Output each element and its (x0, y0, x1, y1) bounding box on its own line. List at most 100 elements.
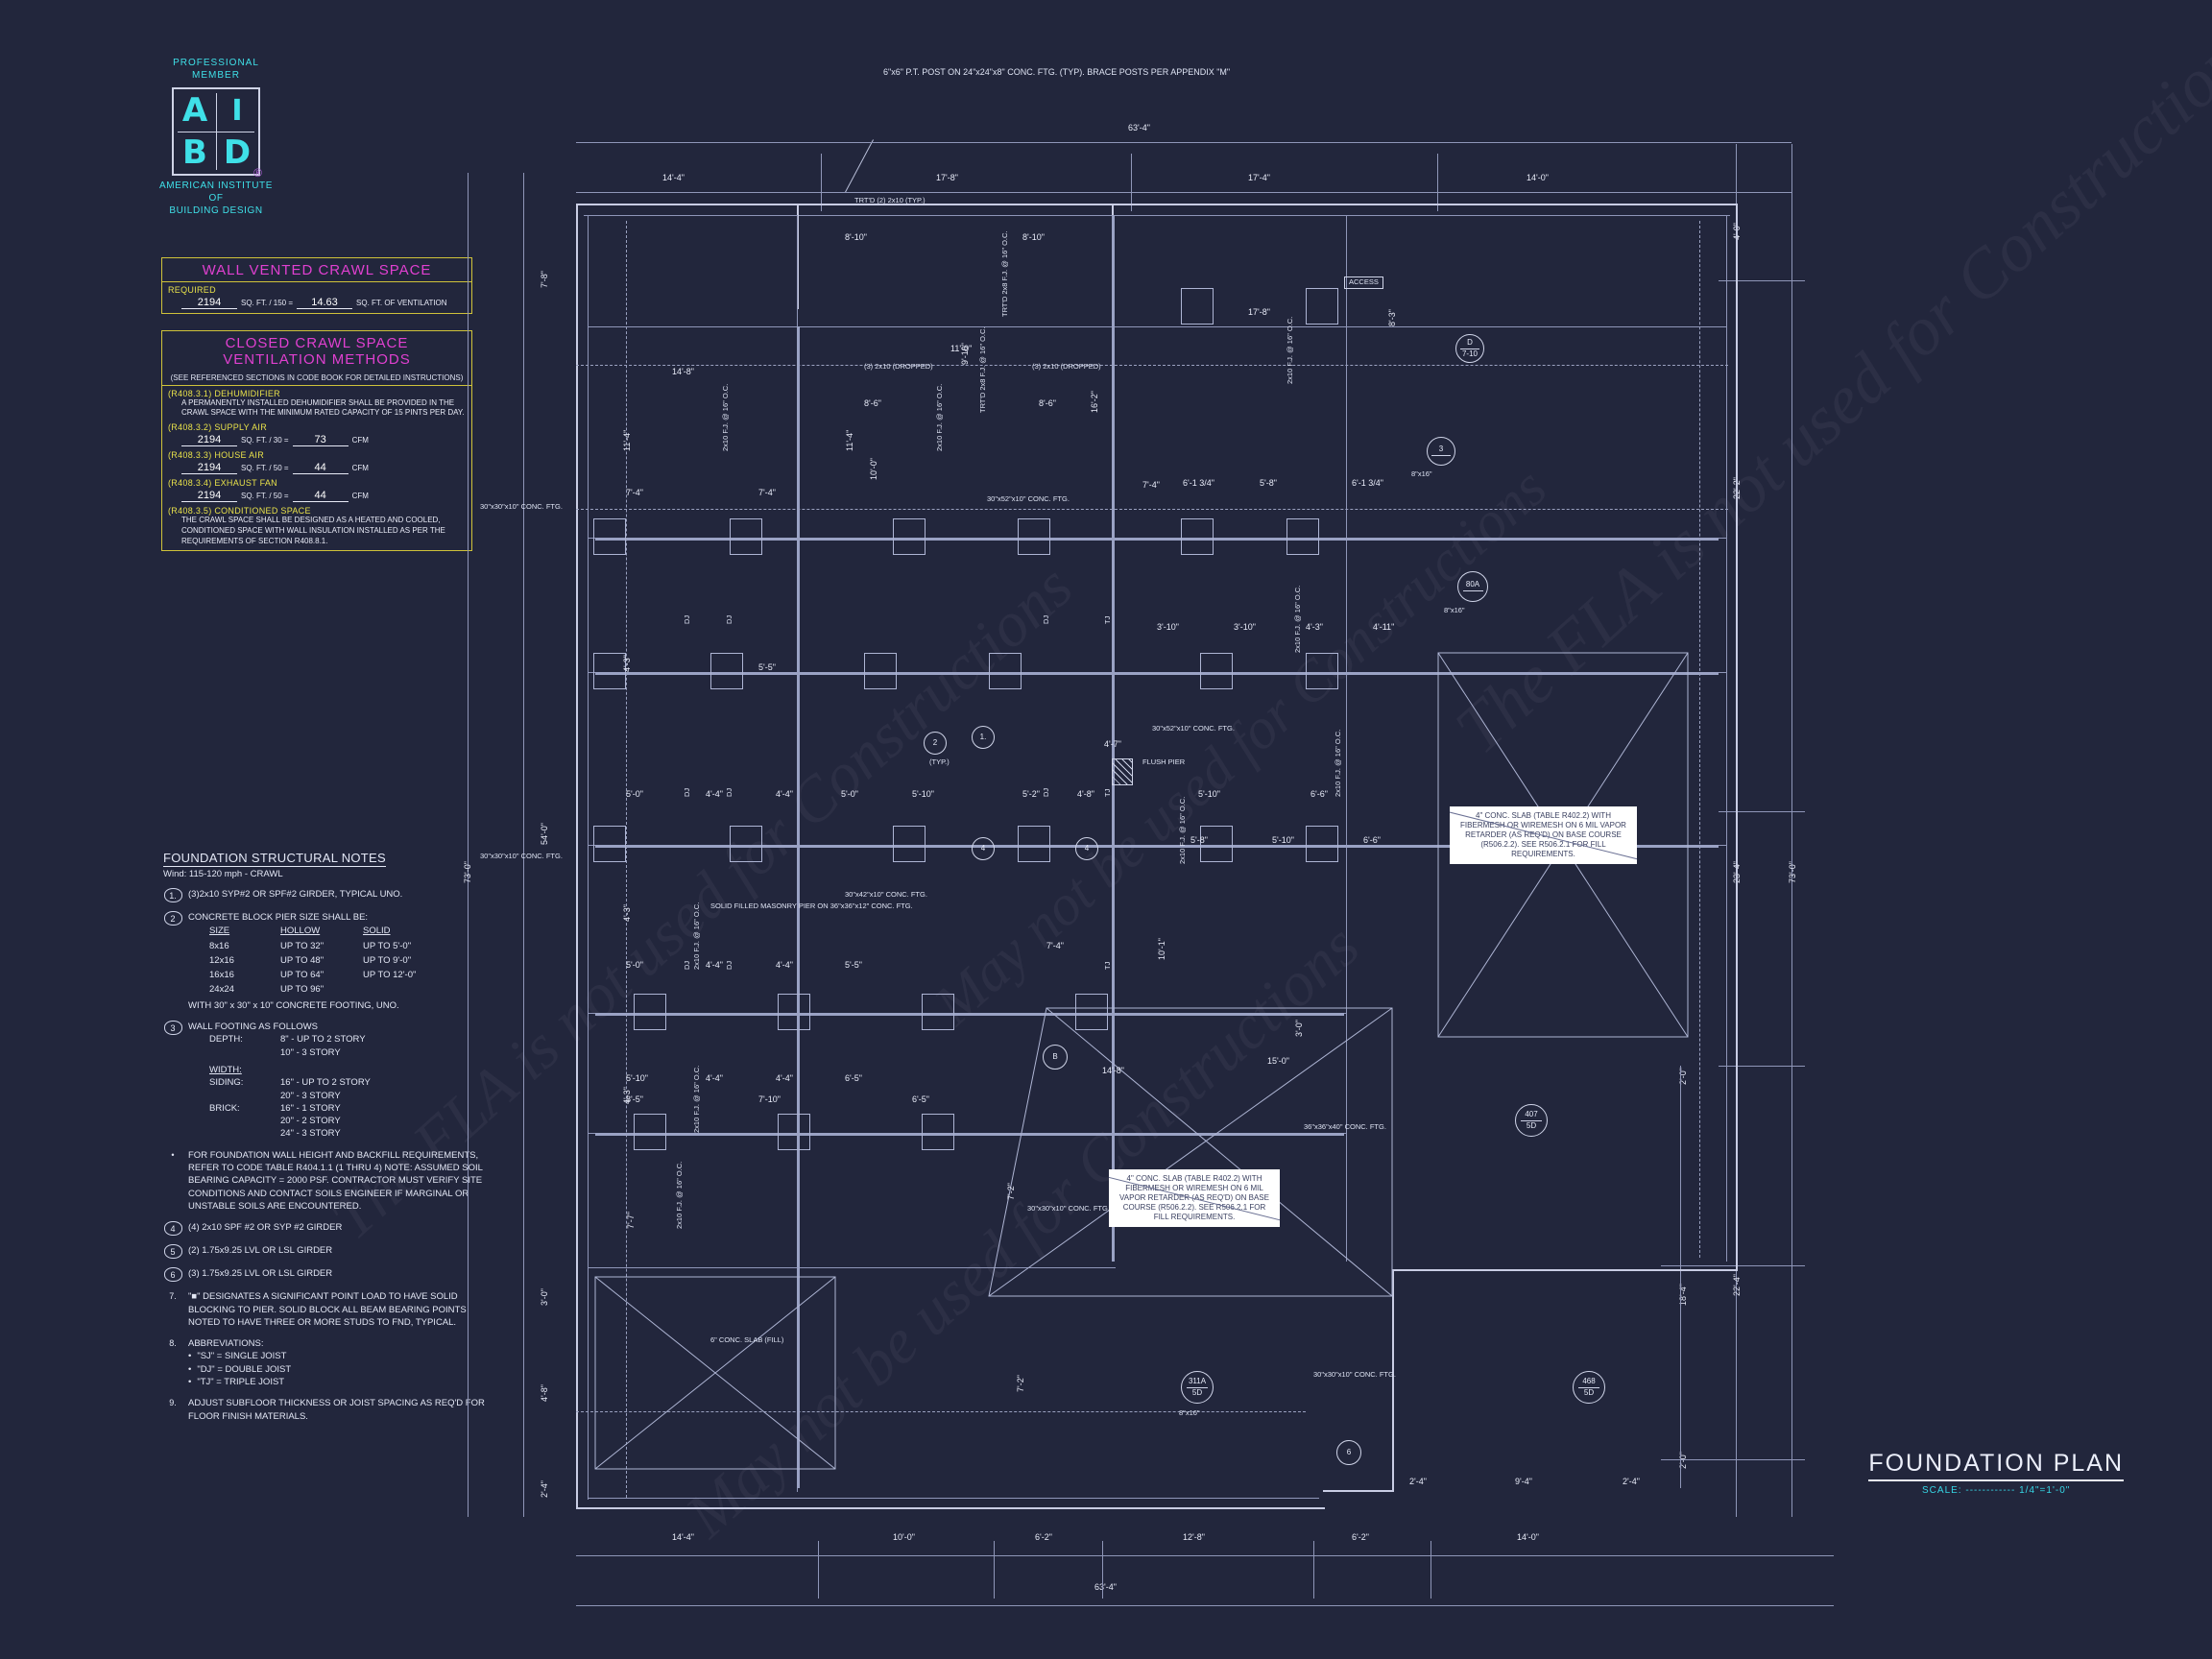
interior-dim-5: 14'-8" (672, 367, 694, 376)
callout-bubble[interactable]: 311A 5D (1181, 1371, 1214, 1404)
joist-marker-dj: DJ (1042, 787, 1050, 797)
closed-crawl-space-table: CLOSED CRAWL SPACE VENTILATION METHODS (… (161, 330, 472, 552)
footing-pad (922, 994, 954, 1030)
closed-crawl-method-conditioned-space: (R408.3.5) CONDITIONED SPACE THE CRAWL S… (162, 506, 471, 550)
note-9-text: ADJUST SUBFLOOR THICKNESS OR JOIST SPACI… (188, 1398, 485, 1422)
footing-pad (893, 826, 926, 862)
method-3-unit-mid: SQ. FT. / 50 = (241, 492, 289, 501)
method-3-unit-end: CFM (351, 492, 369, 501)
callout-bubble[interactable]: 468 5D (1573, 1371, 1605, 1404)
slab-note-porch: 4" CONC. SLAB (TABLE R402.2) WITH FIBERM… (1109, 1169, 1280, 1227)
joist-label-4: 2x10 F.J. @ 16" O.C. (1293, 585, 1302, 653)
callout-bubble[interactable]: 407 5D (1515, 1104, 1548, 1137)
callout-ftg-30-30-10-a: 30"x30"x10" CONC. FTG. (480, 502, 563, 511)
dim-tick-right-2 (1719, 1066, 1805, 1067)
wall-vented-unit-mid: SQ. FT. / 150 = (241, 299, 294, 308)
dim-tick-top-2 (1437, 154, 1438, 211)
flush-pier-hatch (1112, 758, 1133, 785)
logo-bottom-line-3: BUILDING DESIGN (169, 205, 263, 216)
interior-dim-39: 5'-0" (626, 960, 643, 970)
interior-dim-0: 8'-10" (845, 232, 867, 242)
dim-line-right-outer (1791, 144, 1792, 1517)
dim-top-2: 17'-4" (1248, 173, 1270, 182)
callout-ftg-30-30-10-b: 30"x30"x10" CONC. FTG. (480, 852, 563, 860)
dim-line-left-inner (523, 173, 524, 1517)
bubble-0-bottom: 7-10 (1461, 349, 1478, 358)
callout-bubble[interactable]: 6 (1336, 1440, 1361, 1465)
note-3-siding-label: SIDING: (209, 1077, 244, 1089)
note-1-marker: 1. (163, 888, 182, 902)
page-title: FOUNDATION PLAN (1868, 1450, 2124, 1481)
logo-letter-i: I (231, 93, 243, 128)
interior-dim-48: 6'-5" (845, 1073, 862, 1083)
footing-pad (1286, 518, 1319, 555)
footing-pad (893, 518, 926, 555)
dim-line-left-outer (468, 173, 469, 1517)
bubble-2-label: 8"x16" (1444, 606, 1465, 614)
callout-bubble[interactable]: B (1043, 1045, 1068, 1070)
plan-marker-1-text: 1. (979, 732, 987, 741)
note-3-depth-0: 8" - UP TO 2 STORY (280, 1034, 366, 1046)
footing-dash-v (1699, 221, 1700, 1258)
note-8-marker: 8. (169, 1338, 177, 1349)
bubble-7-top: 6 (1346, 1447, 1352, 1456)
interior-dim-38: 4'-3" (622, 904, 632, 922)
joist-label-3: 2x10 F.J. @ 16" O.C. (1286, 316, 1294, 384)
joist-marker-tj: TJ (1103, 615, 1112, 624)
wall-vented-result-value: 14.63 (297, 297, 353, 310)
plan-marker-4-b[interactable]: 4 (1075, 837, 1098, 860)
note-1: 1. (3)2x10 SYP#2 OR SPF#2 GIRDER, TYPICA… (163, 888, 499, 902)
note-5-text: (2) 1.75x9.25 LVL OR LSL GIRDER (188, 1245, 333, 1257)
note-2: 2 CONCRETE BLOCK PIER SIZE SHALL BE: SIZ… (163, 911, 499, 1012)
dim-tick-right-3 (1661, 1265, 1805, 1266)
footing-dash-h (576, 509, 1728, 510)
girder-beam-col-2 (797, 326, 800, 1488)
dim-tick-top-0 (821, 154, 822, 211)
interior-dim-32: 4'-7" (1104, 739, 1121, 749)
note-3-depth-1: 10" - 3 STORY (280, 1046, 341, 1058)
dim-left-overall: 73'-0" (463, 861, 472, 883)
note-3-brick-2: 24" - 3 STORY (280, 1128, 341, 1140)
pier-row-1-size: 12x16 (209, 954, 234, 966)
method-1-formula: 2194 SQ. FT. / 30 = 73 CFM (168, 434, 466, 447)
closed-crawl-method-house-air: (R408.3.3) HOUSE AIR 2194 SQ. FT. / 50 =… (162, 450, 471, 478)
abbrev-tj: "TJ" = TRIPLE JOIST (197, 1377, 285, 1388)
interior-dim-1: 8'-10" (1022, 232, 1045, 242)
plan-marker-1[interactable]: 1. (972, 726, 995, 749)
footing-pad (1200, 653, 1233, 689)
closed-crawl-subtitle: (SEE REFERENCED SECTIONS IN CODE BOOK FO… (162, 372, 471, 386)
callout-ftg-30-52-10-a: 30"x52"x10" CONC. FTG. (987, 494, 1070, 503)
interior-dim-18: 6'-1 3/4" (1352, 478, 1383, 488)
callout-bubble[interactable]: D 7-10 (1455, 334, 1484, 363)
joist-label-9: 2x10 F.J. @ 16" O.C. (1178, 796, 1187, 864)
joist-label-2: 2x10 F.J. @ 16" O.C. (935, 383, 944, 451)
interior-dim-47: 4'-4" (776, 1073, 793, 1083)
callout-bubble[interactable]: 80A (1457, 571, 1488, 602)
interior-dim-53: 10'-1" (1157, 938, 1166, 960)
wall-vented-area-value: 2194 (181, 297, 237, 310)
plan-marker-4-a[interactable]: 4 (972, 837, 995, 860)
note-9-marker: 9. (169, 1398, 177, 1408)
plan-marker-2[interactable]: 2 (924, 732, 947, 755)
footing-dash-h (576, 1411, 1306, 1412)
wall-vented-unit-end: SQ. FT. OF VENTILATION (356, 299, 447, 308)
joist-marker-dj: DJ (725, 787, 733, 797)
footing-pad (778, 1114, 810, 1150)
callout-conc-slab: 6" CONC. SLAB (FILL) (710, 1335, 784, 1344)
dim-tick-top-1 (1131, 154, 1132, 211)
method-0-code: (R408.3.1) DEHUMIDIFIER (168, 388, 280, 398)
callout-bubble[interactable]: 3 (1427, 437, 1455, 466)
pier-header-solid: SOLID (363, 926, 391, 937)
dim-left-1: 54'-0" (540, 823, 549, 845)
interior-grid-v-3 (1346, 215, 1347, 1262)
interior-dim-17: 5'-8" (1260, 478, 1277, 488)
bubble-0-top: D (1467, 338, 1473, 348)
bubble-4-top: 407 (1525, 1110, 1538, 1119)
dim-tick-bot-0 (818, 1541, 819, 1599)
interior-dim-28: 5'-0" (841, 789, 858, 799)
callout-access: ACCESS (1344, 276, 1383, 289)
note-2-marker: 2 (163, 911, 182, 926)
interior-dim-29: 5'-10" (912, 789, 934, 799)
note-backfill: • FOR FOUNDATION WALL HEIGHT AND BACKFIL… (163, 1149, 499, 1213)
interior-dim-45: 5'-10" (626, 1073, 648, 1083)
